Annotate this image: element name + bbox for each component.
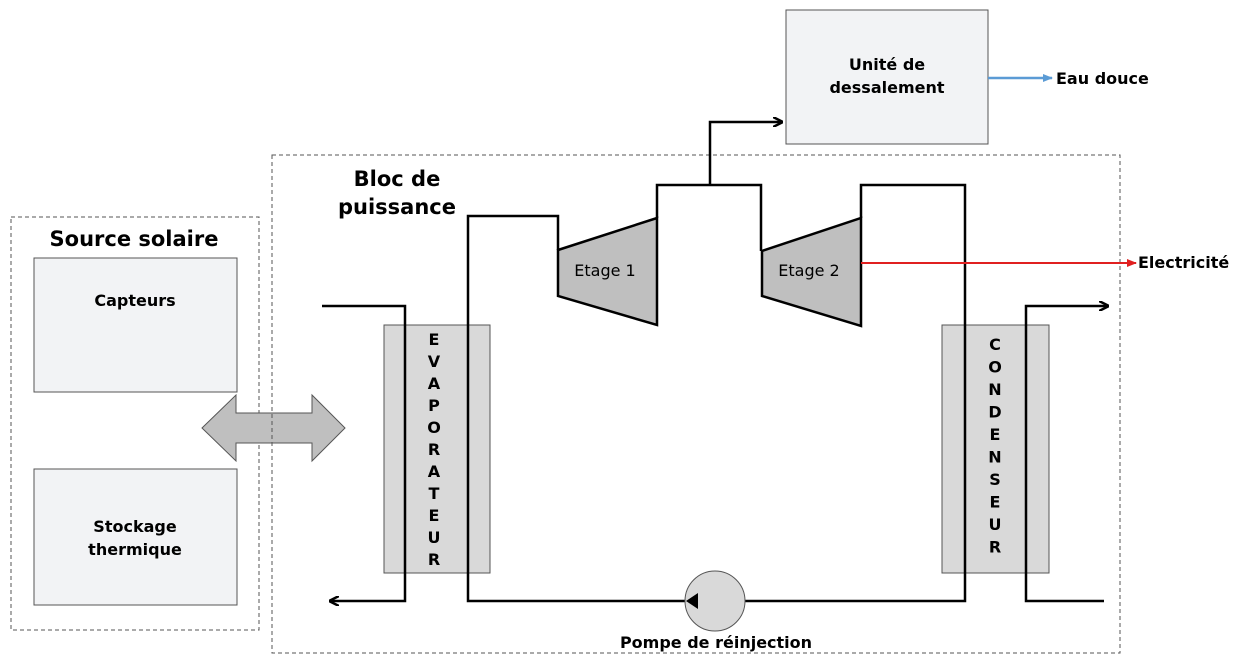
solar-loop-line	[322, 304, 407, 601]
condenseur-letter: R	[989, 538, 1001, 557]
bloc-puissance-title-line2: puissance	[338, 195, 456, 219]
turbine-stage-2-label: Etage 2	[778, 261, 839, 280]
stage1-to-stage2-pipe	[655, 183, 763, 251]
turbine-stage-1	[556, 216, 659, 327]
condenseur-letter: E	[990, 493, 1001, 512]
working-fluid-loop	[466, 214, 686, 603]
condenseur-letter: O	[988, 358, 1002, 377]
evaporateur-letter: U	[428, 528, 441, 547]
dessalement-label-line1: Unité de	[849, 55, 925, 74]
capteurs-box	[33, 257, 238, 393]
condenseur-letter: S	[989, 470, 1001, 489]
bloc-puissance-title-line1: Bloc de	[354, 167, 441, 191]
evaporateur-letter: P	[428, 396, 440, 415]
stockage-label-line2: thermique	[88, 540, 182, 559]
eau-douce-label: Eau douce	[1056, 69, 1149, 88]
condenseur-letter: D	[988, 403, 1001, 422]
source-solaire-frame	[10, 216, 260, 631]
condenseur-letter: C	[989, 335, 1001, 354]
condenseur-letter: N	[988, 448, 1001, 467]
condenseur-letter: E	[990, 425, 1001, 444]
heat-exchange-double-arrow	[201, 393, 346, 463]
pompe-label: Pompe de réinjection	[620, 633, 812, 652]
turbine-stage-2	[760, 216, 863, 328]
cooling-water-line	[1024, 306, 1108, 603]
stockage-label-line1: Stockage	[93, 517, 177, 536]
stockage-box	[33, 468, 238, 606]
source-solaire-title: Source solaire	[50, 227, 219, 251]
evaporateur	[383, 324, 491, 574]
evaporateur-letter: R	[428, 440, 440, 459]
evaporateur-letter: V	[428, 352, 441, 371]
condenseur-letter: N	[988, 380, 1001, 399]
stage2-to-condenser-pipe	[745, 183, 967, 603]
evaporateur-letter: E	[429, 330, 440, 349]
evaporateur-letter: O	[427, 418, 441, 437]
bloc-puissance-frame	[271, 154, 1121, 654]
pump-direction-icon	[686, 593, 698, 609]
evaporateur-letter: E	[429, 506, 440, 525]
electricite-label: Electricité	[1138, 253, 1229, 272]
evaporateur-letter: A	[428, 374, 441, 393]
evaporateur-letter: T	[429, 484, 440, 503]
dessalement-label-line2: dessalement	[829, 78, 944, 97]
condenseur-letter: U	[989, 515, 1002, 534]
bleed-to-dessalement-pipe	[708, 122, 782, 185]
evaporateur-letter: A	[428, 462, 441, 481]
dessalement-box	[785, 9, 989, 145]
capteurs-label: Capteurs	[94, 291, 175, 310]
evaporateur-letter: R	[428, 550, 440, 569]
pompe-reinjection	[684, 570, 746, 632]
turbine-stage-1-label: Etage 1	[574, 261, 635, 280]
condenseur	[941, 324, 1050, 574]
